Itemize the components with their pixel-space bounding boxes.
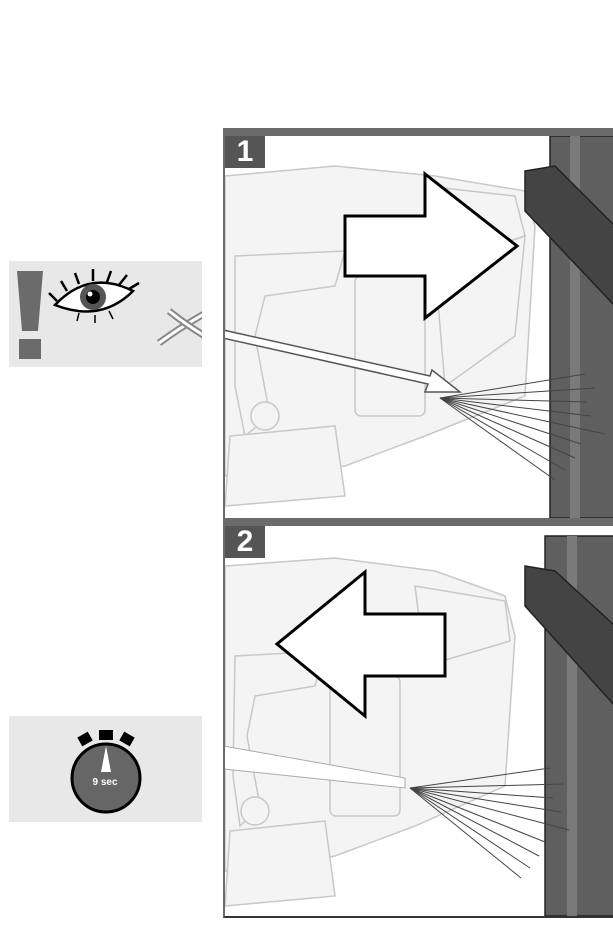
focus-lines [439,373,606,481]
eye-icon [48,269,140,323]
cross-icon [156,308,202,346]
arrow-left-icon [274,568,447,720]
warning-graphic [17,269,202,359]
wood-beam [524,136,613,518]
warning-callout [9,261,202,367]
step-1-illustration [225,136,613,518]
sight-line [225,745,406,789]
timer-label: 9 sec [92,777,118,788]
wood-beam [524,535,613,916]
step-number: 2 [225,526,265,558]
stopwatch-icon [70,730,142,814]
exclamation-icon [17,271,43,359]
nail-gun-drawing [225,557,516,907]
step-number: 1 [225,136,265,168]
timer-callout [9,716,202,822]
focus-lines [409,767,570,879]
step-1-panel: 1 [223,128,613,518]
arrow-right-icon [343,170,520,322]
step-2-panel: 2 [223,518,613,918]
sight-line [225,329,463,393]
step-2-illustration [225,535,613,916]
